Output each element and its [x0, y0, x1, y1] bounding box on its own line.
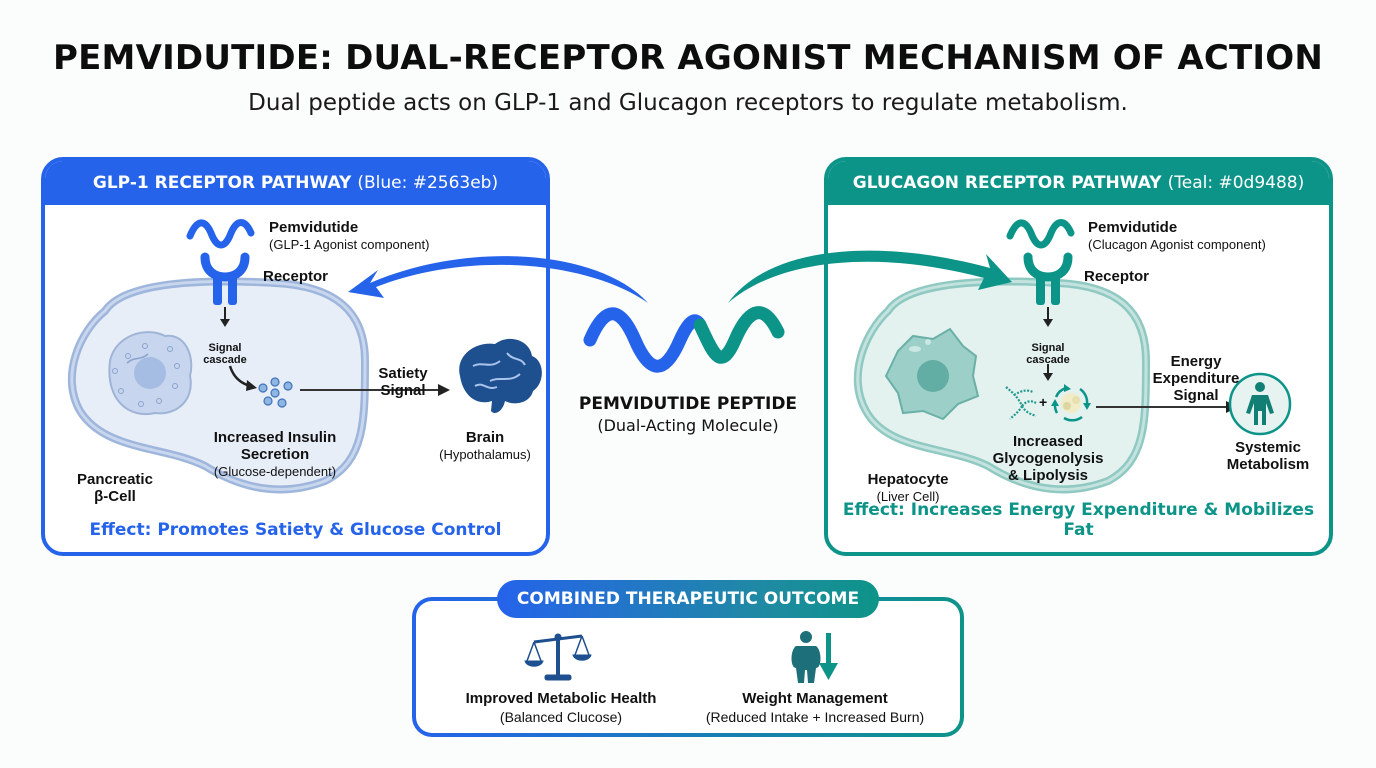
page-subtitle: Dual peptide acts on GLP-1 and Glucagon …	[248, 90, 1128, 116]
lipid-cycle-icon	[1051, 384, 1091, 422]
result-line1: Increased Insulin	[213, 429, 337, 446]
combined-outcome-title: COMBINED THERAPEUTIC OUTCOME	[497, 580, 879, 618]
peptide-wave-icon	[186, 219, 255, 249]
glp1-effect-text: Effect: Promotes Satiety & Glucose Contr…	[89, 520, 502, 540]
result-line1: Increased	[1012, 433, 1084, 450]
glucagon-signal-cascade-label: Signal cascade	[1018, 342, 1078, 366]
cell-sub: (Liver Cell)	[876, 489, 940, 504]
page-title: PEMVIDUTIDE: DUAL-RECEPTOR AGONIST MECHA…	[52, 38, 1323, 78]
result-sub: (Glucose-dependent)	[213, 464, 337, 479]
target-line1: Systemic	[1235, 439, 1301, 456]
glp1-ligand-label: Pemvidutide	[269, 219, 359, 236]
hepatocyte-icon	[884, 327, 980, 421]
glucagon-signal-label: Energy Expenditure Signal	[1146, 353, 1246, 404]
glucagon-ligand-sub: (Clucagon Agonist component)	[1088, 237, 1266, 252]
glp1-result-label: Increased Insulin Secretion (Glucose-dep…	[195, 429, 355, 480]
cell-label: Hepatocyte	[867, 471, 949, 488]
receptor-icon	[200, 252, 250, 305]
receptor-icon	[1023, 252, 1073, 305]
glucagon-panel-title: GLUCAGON RECEPTOR PATHWAY	[852, 173, 1162, 193]
glucagon-effect-text: Effect: Increases Energy Expenditure & M…	[842, 500, 1315, 540]
peptide-wave-icon	[1006, 219, 1075, 249]
target-label: Brain	[465, 429, 505, 446]
glycogen-icon	[1005, 386, 1037, 420]
target-line2: Metabolism	[1226, 456, 1310, 473]
glucagon-panel-header: GLUCAGON RECEPTOR PATHWAY (Teal: #0d9488…	[828, 161, 1329, 205]
glp1-panel-header: GLP-1 RECEPTOR PATHWAY (Blue: #2563eb)	[45, 161, 546, 205]
outcome-item-sub: (Reduced Intake + Increased Burn)	[705, 709, 925, 725]
glp1-cell-label: Pancreatic β-Cell	[65, 471, 165, 505]
outcome-item-label: Weight Management	[742, 690, 888, 707]
cascade-line2: cascade	[203, 354, 247, 366]
result-line2: Glycogenolysis	[992, 450, 1104, 467]
glp1-receptor-label: Receptor	[263, 268, 329, 285]
center-molecule-sub: (Dual-Acting Molecule)	[597, 416, 779, 435]
signal-line2: Signal	[380, 382, 426, 399]
glucagon-cell-label: Hepatocyte (Liver Cell)	[848, 471, 968, 505]
glucagon-pathway-illustration: +	[853, 219, 1292, 494]
cascade-line1: Signal	[208, 342, 242, 354]
signal-line1: Satiety	[378, 365, 428, 382]
plus-sign: +	[1039, 394, 1047, 410]
glp1-ligand-sub: (GLP-1 Agonist component)	[269, 237, 430, 252]
glucagon-ligand-label: Pemvidutide	[1088, 219, 1178, 236]
combined-outcome-panel	[412, 597, 964, 737]
cell-line2: β-Cell	[94, 488, 136, 505]
outcome-item-sub: (Balanced Clucose)	[499, 709, 623, 725]
glucagon-target-label: Systemic Metabolism	[1218, 439, 1318, 473]
glp1-signal-label: Satiety Signal	[363, 365, 443, 399]
glp1-pathway-panel: GLP-1 RECEPTOR PATHWAY (Blue: #2563eb)	[41, 157, 550, 556]
outcome-item-metabolic-health: Improved Metabolic Health (Balanced Cluc…	[446, 690, 676, 726]
glucagon-panel-color-note: (Teal: #0d9488)	[1167, 173, 1305, 193]
result-line3: & Lipolysis	[1007, 467, 1089, 484]
glucagon-receptor-label: Receptor	[1084, 268, 1150, 285]
glp1-signal-cascade-label: Signal cascade	[195, 342, 255, 366]
person-icon	[1228, 372, 1292, 436]
glp1-panel-color-note: (Blue: #2563eb)	[357, 173, 499, 193]
cascade-line2: cascade	[1026, 354, 1070, 366]
signal-line2: Expenditure	[1152, 370, 1240, 387]
dual-peptide-icon	[583, 306, 785, 373]
signal-line3: Signal	[1173, 387, 1219, 404]
signal-line1: Energy	[1170, 353, 1222, 370]
cell-line1: Pancreatic	[77, 471, 153, 488]
cascade-line1: Signal	[1031, 342, 1065, 354]
glucagon-result-label: Increased Glycogenolysis & Lipolysis	[978, 433, 1118, 484]
result-line2: Secretion	[240, 446, 310, 463]
outcome-item-weight-management: Weight Management (Reduced Intake + Incr…	[680, 690, 950, 726]
glp1-target-label: Brain (Hypothalamus)	[425, 429, 545, 463]
glp1-pathway-illustration	[67, 219, 542, 494]
glucagon-pathway-panel: GLUCAGON RECEPTOR PATHWAY (Teal: #0d9488…	[824, 157, 1333, 556]
center-molecule-label: PEMVIDUTIDE PEPTIDE	[578, 394, 798, 414]
insulin-granules-icon	[258, 377, 293, 408]
beta-cell-icon	[108, 331, 193, 416]
outcome-item-label: Improved Metabolic Health	[465, 690, 657, 707]
glp1-panel-title: GLP-1 RECEPTOR PATHWAY	[92, 173, 352, 193]
target-sub: (Hypothalamus)	[439, 447, 531, 462]
brain-icon	[459, 338, 542, 413]
